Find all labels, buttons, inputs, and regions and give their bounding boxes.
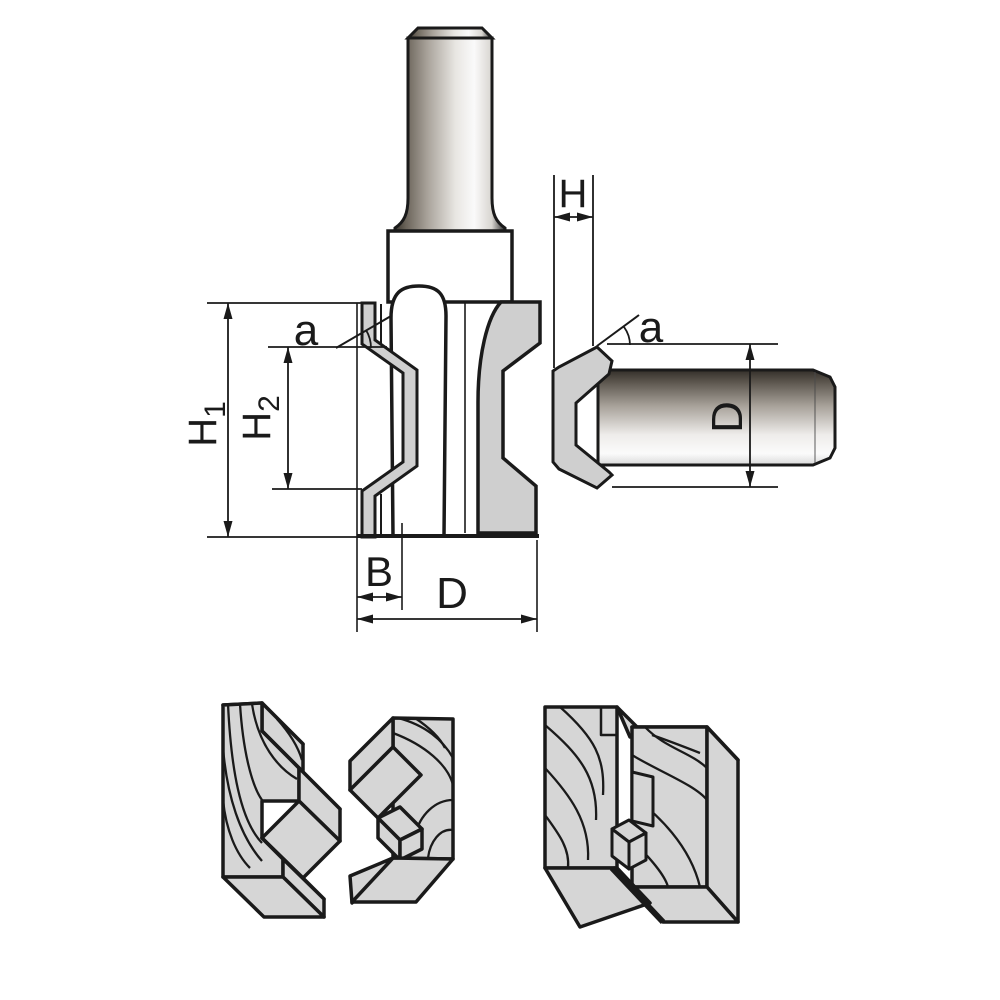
b-arrow-right: [386, 592, 402, 602]
side-view: [551, 175, 837, 490]
label-d-side: D: [703, 401, 752, 433]
label-angle-front: a: [294, 306, 319, 355]
shank: [393, 36, 507, 233]
angle-front-arc: [365, 329, 372, 349]
p1-bottom-face: [221, 875, 326, 919]
p2-bottom-face: [350, 856, 455, 904]
right-cutter-blade: [476, 300, 542, 535]
angle-side-line: [596, 314, 640, 347]
d-arrow-left: [357, 614, 373, 624]
label-h1: H1: [181, 401, 232, 447]
h2-arrow-down: [283, 473, 293, 489]
p3-tongue-strip: [630, 770, 655, 828]
angle-front-line: [335, 315, 392, 349]
d-arrow-right: [521, 614, 537, 624]
p3-left-notch-lines: [599, 707, 617, 737]
p3-left-grain-lines: [544, 706, 605, 869]
h1-arrow-down: [223, 521, 233, 537]
h2-arrow-up: [283, 347, 293, 363]
wood-joint-pieces: [221, 701, 740, 929]
label-d-front: D: [436, 569, 468, 618]
p3-joint-seam: [609, 865, 666, 925]
p1-grain-lines: [221, 703, 304, 869]
front-view: [356, 26, 542, 632]
h1-arrow-up: [223, 303, 233, 319]
h-side-arrow-right: [577, 212, 593, 222]
label-b: B: [365, 548, 393, 595]
b-arrow-left: [357, 592, 373, 602]
p2-tongue-front-face: [398, 827, 424, 862]
wood-piece-groove: [348, 716, 455, 905]
p3-left-front-face: [543, 705, 619, 870]
label-h-side: H: [559, 172, 588, 216]
side-cylinder: [596, 368, 837, 467]
label-angle-side: a: [639, 303, 664, 352]
front-dimensions: [207, 302, 538, 632]
d-side-arrow-up: [745, 344, 755, 360]
h-side-arrow-left: [554, 212, 570, 222]
d-side-arrow-down: [745, 471, 755, 487]
angle-side-arc: [623, 326, 631, 346]
wood-piece-assembled: [543, 705, 740, 929]
side-cutter: [551, 345, 615, 490]
label-h2: H2: [235, 395, 286, 441]
wood-piece-tongue: [221, 701, 342, 919]
p3-interlock-right: [627, 831, 648, 871]
